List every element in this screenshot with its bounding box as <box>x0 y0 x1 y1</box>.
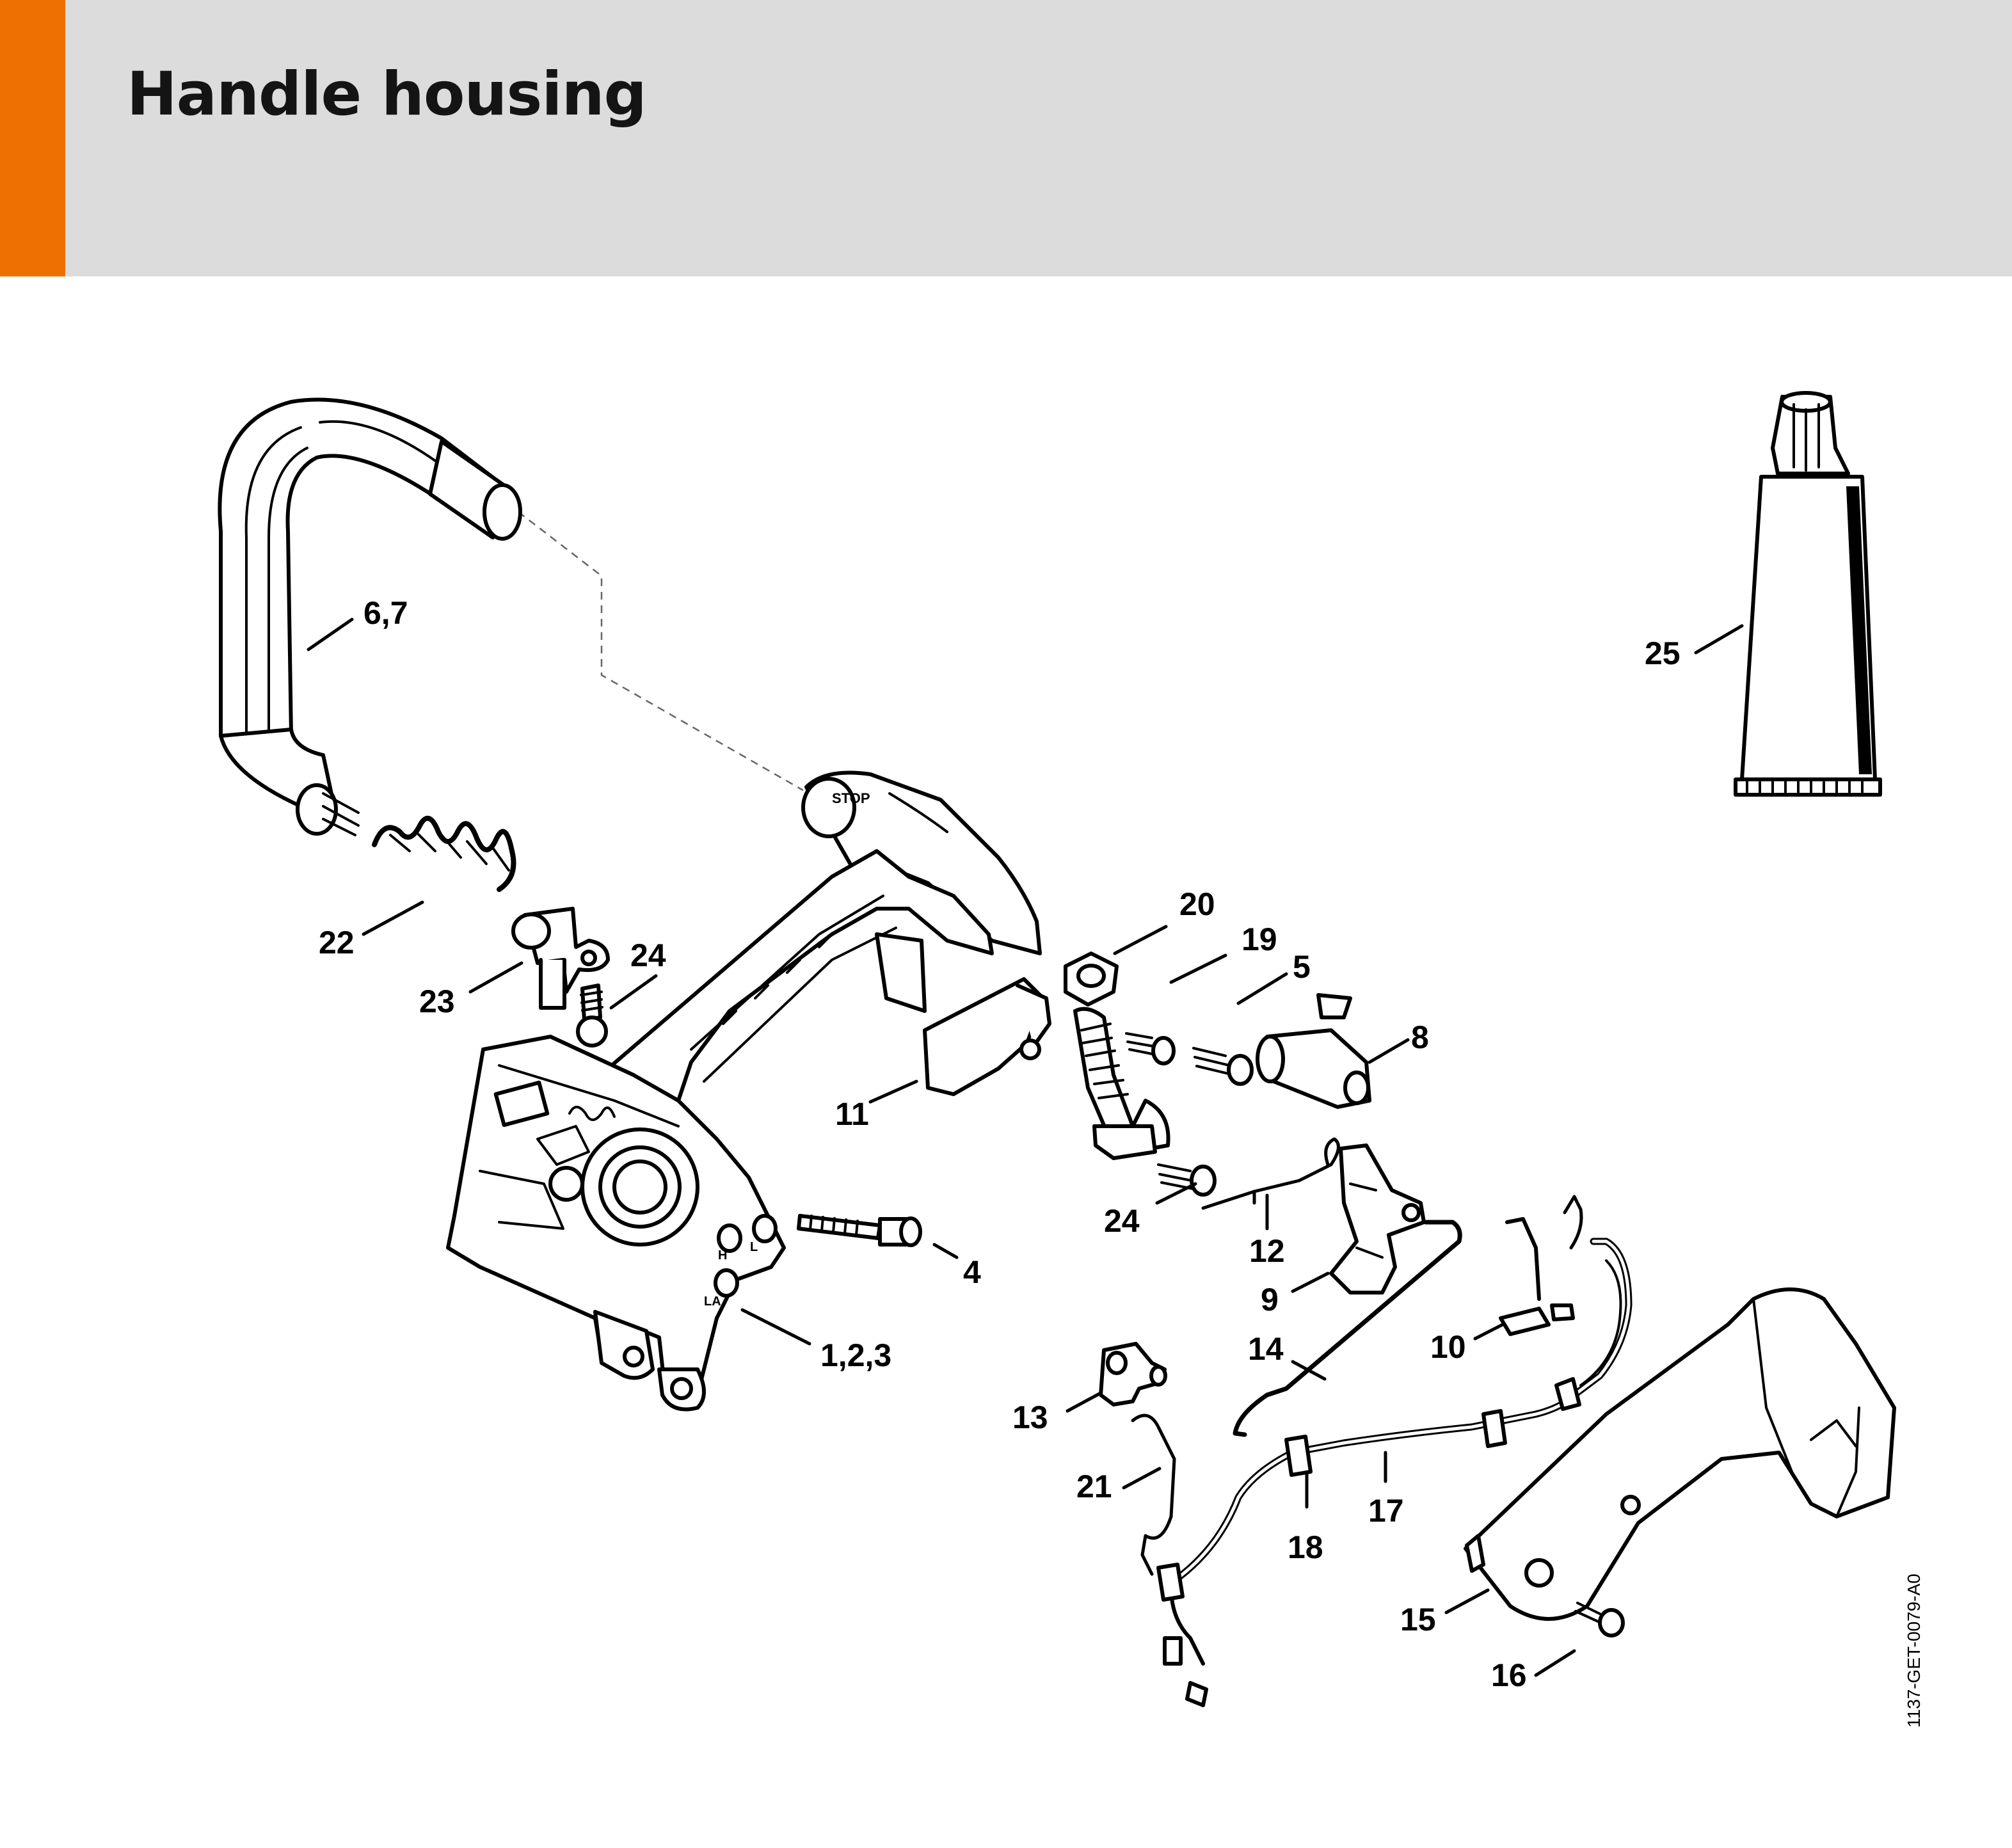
marking-l: L <box>750 1240 758 1254</box>
callout-12: 12 <box>1249 1233 1285 1269</box>
callout-21: 21 <box>1076 1469 1112 1504</box>
callout-10: 10 <box>1430 1329 1466 1365</box>
screw-part-5 <box>1192 1047 1254 1086</box>
throttle-trigger-part <box>1329 1143 1426 1294</box>
header-bar: Handle housing <box>0 0 2012 276</box>
callout-8: 8 <box>1411 1019 1429 1055</box>
wiring-harness-part <box>1156 1195 1633 1707</box>
clamp-part-20 <box>1064 952 1119 1007</box>
callout-25: 25 <box>1645 635 1681 671</box>
callout-13: 13 <box>1012 1399 1048 1435</box>
screw-part-19 <box>1125 1032 1176 1065</box>
orange-accent-bar <box>0 0 65 276</box>
callout-labels: 6,7 25 22 23 24 20 19 5 8 11 24 12 4 9 1… <box>319 595 1681 1693</box>
callout-17: 17 <box>1368 1493 1404 1529</box>
handle-housing-part: H L LA STOP <box>446 770 1042 1412</box>
stop-marking: STOP <box>832 790 870 806</box>
intake-boot-part <box>1073 1007 1170 1160</box>
callout-14: 14 <box>1248 1331 1284 1367</box>
contact-part-13 <box>1099 1342 1167 1406</box>
callout-23: 23 <box>419 984 455 1019</box>
screw-part-upper <box>576 984 608 1047</box>
leader-lines <box>307 617 1744 1677</box>
callout-5: 5 <box>1293 949 1311 985</box>
callout-11: 11 <box>835 1096 869 1132</box>
throttle-lever-part <box>923 977 1051 1096</box>
throttle-rod-part <box>1233 1220 1462 1437</box>
torsion-spring-part <box>1201 1137 1340 1210</box>
fitting-part-8 <box>1256 993 1371 1109</box>
handle-molding-part <box>1464 1287 1896 1621</box>
switch-part-10 <box>1499 1217 1575 1336</box>
document-id: 1137-GET-0079-A0 <box>1904 1573 1924 1728</box>
screw-part-lower <box>1157 1163 1217 1197</box>
screw-part-16 <box>1574 1602 1625 1637</box>
marking-la: LA <box>704 1294 721 1309</box>
callout-22: 22 <box>319 925 355 960</box>
page-title: Handle housing <box>127 60 647 129</box>
callout-1-2-3: 1,2,3 <box>820 1337 891 1373</box>
callout-19: 19 <box>1242 921 1277 957</box>
callout-15: 15 <box>1400 1602 1436 1637</box>
buffer-mount-part <box>511 907 610 1010</box>
callout-20: 20 <box>1179 886 1215 922</box>
ground-wire-part <box>1131 1414 1176 1576</box>
handlebar-part <box>218 397 522 836</box>
assembly-dashed-line <box>518 511 804 792</box>
callout-4: 4 <box>963 1254 981 1290</box>
callout-24-upper: 24 <box>630 937 666 973</box>
grease-tube-part <box>1734 391 1882 797</box>
spring-part <box>372 816 516 892</box>
marking-h: H <box>718 1248 727 1263</box>
callout-16: 16 <box>1491 1657 1527 1693</box>
callout-24-lower: 24 <box>1104 1203 1140 1239</box>
callout-6-7: 6,7 <box>363 595 408 631</box>
callout-18: 18 <box>1288 1529 1323 1565</box>
long-screw-part <box>797 1214 922 1247</box>
callout-9: 9 <box>1261 1282 1279 1318</box>
